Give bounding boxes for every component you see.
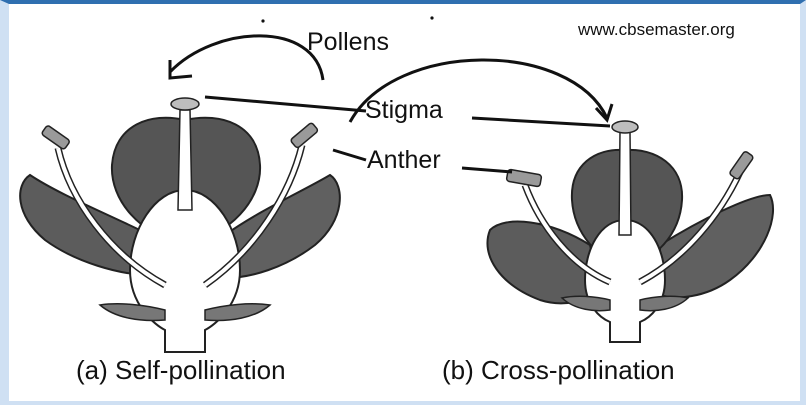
stigma-a — [171, 98, 199, 110]
flower-self-pollination — [20, 98, 340, 352]
watermark-text: www.cbsemaster.org — [578, 20, 735, 40]
sepal-left-b — [562, 296, 610, 310]
anther-right-b — [729, 151, 754, 180]
anther-leader-b — [462, 168, 512, 172]
sepal-right-b — [640, 296, 688, 310]
anther-left-a — [41, 125, 70, 150]
caption-self-pollination: (a) Self-pollination — [76, 355, 286, 386]
stigma-leader-a — [205, 97, 366, 111]
stigma-leader-b — [472, 118, 610, 126]
stigma-b — [612, 121, 638, 133]
label-stigma: Stigma — [365, 96, 443, 125]
flower-cross-pollination — [487, 121, 773, 342]
pollens-arc-self — [170, 36, 323, 80]
style-b — [619, 132, 631, 235]
anther-right-a — [290, 122, 319, 148]
decorative-dots — [261, 16, 433, 22]
receptacle-b — [585, 220, 665, 342]
anther-leader-a — [333, 150, 366, 160]
style-a — [178, 110, 192, 210]
label-pollens: Pollens — [307, 28, 389, 57]
caption-cross-pollination: (b) Cross-pollination — [442, 355, 675, 386]
label-anther: Anther — [367, 146, 441, 175]
